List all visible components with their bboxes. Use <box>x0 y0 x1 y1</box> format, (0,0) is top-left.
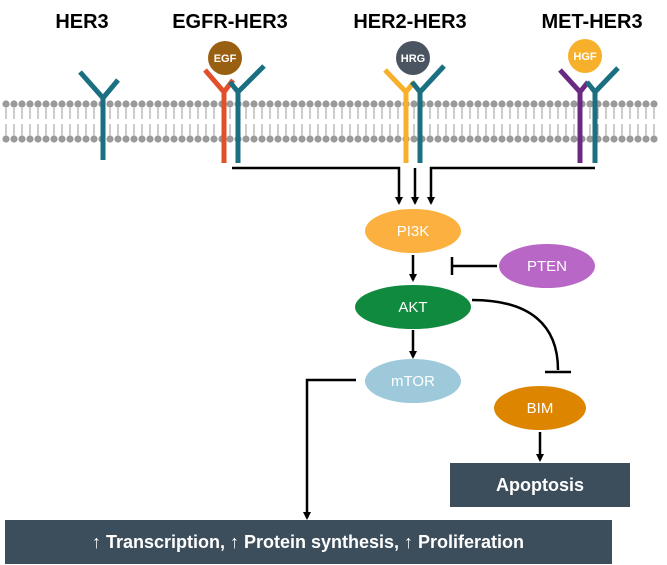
svg-text:EGF: EGF <box>214 53 237 65</box>
svg-text:↑ Transcription, ↑ Protein syn: ↑ Transcription, ↑ Protein synthesis, ↑ … <box>92 532 524 552</box>
svg-text:HGF: HGF <box>573 51 597 63</box>
receptor-her3-with-met <box>585 66 620 163</box>
svg-text:BIM: BIM <box>527 400 554 417</box>
ligand-hrg: HRG <box>396 41 430 75</box>
svg-text:Apoptosis: Apoptosis <box>496 475 584 495</box>
receptor-her3-monomer <box>78 70 120 160</box>
node-akt: AKT <box>355 285 471 329</box>
receptor-her2 <box>383 68 416 163</box>
title-her3: HER3 <box>55 11 108 33</box>
outcome-growth: ↑ Transcription, ↑ Protein synthesis, ↑ … <box>5 520 612 564</box>
node-pi3k: PI3K <box>365 209 461 253</box>
svg-text:AKT: AKT <box>398 299 427 316</box>
node-pten: PTEN <box>499 244 595 288</box>
akt-inhibits-bim <box>471 298 571 374</box>
title-met-her3: MET-HER3 <box>541 11 642 33</box>
svg-text:PI3K: PI3K <box>397 223 430 240</box>
svg-text:PTEN: PTEN <box>527 258 567 275</box>
receptor-her3-with-egfr <box>228 64 266 163</box>
ligand-hgf: HGF <box>568 39 602 73</box>
title-egfr-her3: EGFR-HER3 <box>172 11 288 33</box>
node-bim: BIM <box>494 386 586 430</box>
pathway-arrows <box>303 255 544 520</box>
pten-inhibits-pi3k <box>450 257 497 275</box>
outcome-apoptosis: Apoptosis <box>450 463 630 507</box>
ligand-egf: EGF <box>208 41 242 75</box>
node-mtor: mTOR <box>365 359 461 403</box>
receptor-her3-with-her2 <box>410 64 446 163</box>
svg-text:HRG: HRG <box>401 53 425 65</box>
signal-connectors <box>232 166 595 205</box>
title-her2-her3: HER2-HER3 <box>353 11 466 33</box>
svg-text:mTOR: mTOR <box>391 373 435 390</box>
